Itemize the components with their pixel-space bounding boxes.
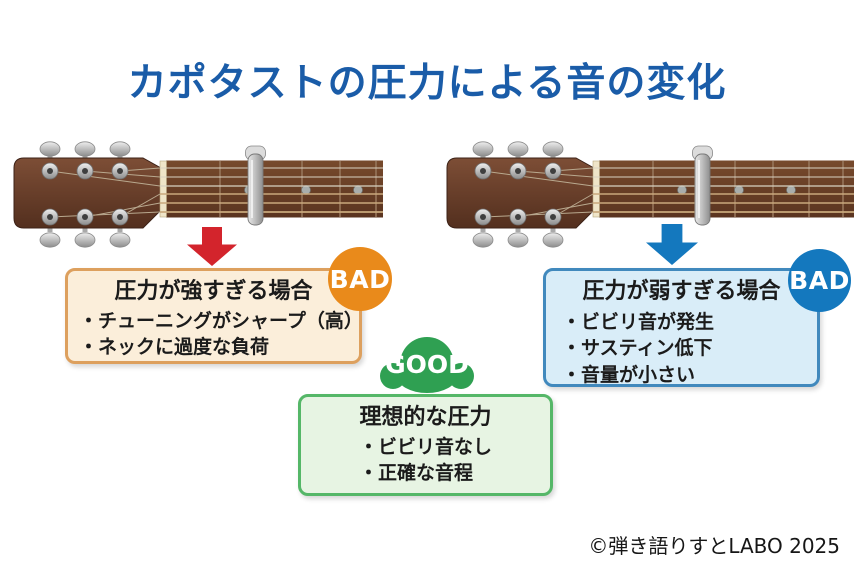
bad-badge-weak-label: BAD <box>789 266 850 295</box>
guitar-headstock-strong <box>10 132 383 250</box>
tuner-button-icon <box>507 141 529 157</box>
guitar-headstock-weak <box>443 132 854 250</box>
bullet-item: ・ビビリ音が発生 <box>562 310 715 333</box>
panel-too-strong: 圧力が強すぎる場合 ・チューニングがシャープ（高） ・ネックに過度な負荷 <box>65 268 363 364</box>
panel-too-weak: 圧力が弱すぎる場合 ・ビビリ音が発生・サスティン低下・音量が小さい <box>543 268 820 387</box>
bullet-item: ・ビビリ音なし <box>359 435 493 458</box>
fret-marker-dot <box>677 185 687 195</box>
tuner-button-icon <box>542 141 564 157</box>
guitar-svg <box>446 141 854 248</box>
capo-icon <box>692 145 713 226</box>
panel-ideal-bullet-list: ・ビビリ音なし・正確な音程 <box>301 434 550 488</box>
nut <box>159 160 167 218</box>
tuner-button-icon <box>542 232 564 248</box>
tuner-button-icon <box>109 232 131 248</box>
tuner-button-icon <box>74 232 96 248</box>
tuner-button-icon <box>507 232 529 248</box>
fret-marker-dot <box>786 185 796 195</box>
panel-too-weak-heading: 圧力が弱すぎる場合 <box>582 279 781 304</box>
tuner-button-icon <box>39 232 61 248</box>
good-badge-label: GOOD <box>385 350 469 379</box>
tuner-button-icon <box>109 141 131 157</box>
tuner-button-icon <box>39 141 61 157</box>
bullet-item: ・チューニングがシャープ（高） <box>79 309 363 332</box>
nut <box>592 160 600 218</box>
bad-badge-strong-label: BAD <box>329 264 391 294</box>
bad-badge-weak: BAD <box>788 249 851 312</box>
bullet-item: ・音量が小さい <box>562 364 696 387</box>
bullet-item: ・正確な音程 <box>359 462 474 485</box>
page-title: カポタストの圧力による音の変化 <box>127 61 727 106</box>
tuner-button-icon <box>472 141 494 157</box>
fret-marker-dot <box>734 185 744 195</box>
fret-marker-dot <box>301 185 311 195</box>
good-badge: GOOD <box>380 337 474 393</box>
bullet-item: ・サスティン低下 <box>562 337 713 360</box>
panel-too-strong-heading: 圧力が強すぎる場合 <box>114 279 313 304</box>
fret-marker-dot <box>353 185 363 195</box>
panel-too-weak-bullet-list: ・ビビリ音が発生・サスティン低下・音量が小さい <box>546 309 817 390</box>
guitar-svg <box>13 141 383 248</box>
fretboard <box>166 160 383 218</box>
tuner-button-icon <box>74 141 96 157</box>
panel-too-strong-bullet-list: ・チューニングがシャープ（高） ・ネックに過度な負荷 <box>68 308 363 362</box>
tuner-button-icon <box>472 232 494 248</box>
fretboard <box>599 160 854 218</box>
capo-icon <box>245 145 266 226</box>
panel-ideal: 理想的な圧力 ・ビビリ音なし・正確な音程 <box>298 394 553 496</box>
copyright-credit: ©弾き語りすとLABO 2025 <box>588 534 840 558</box>
bullet-item: ・ネックに過度な負荷 <box>79 336 270 359</box>
bad-badge-strong: BAD <box>328 247 392 311</box>
panel-ideal-heading: 理想的な圧力 <box>359 405 492 430</box>
